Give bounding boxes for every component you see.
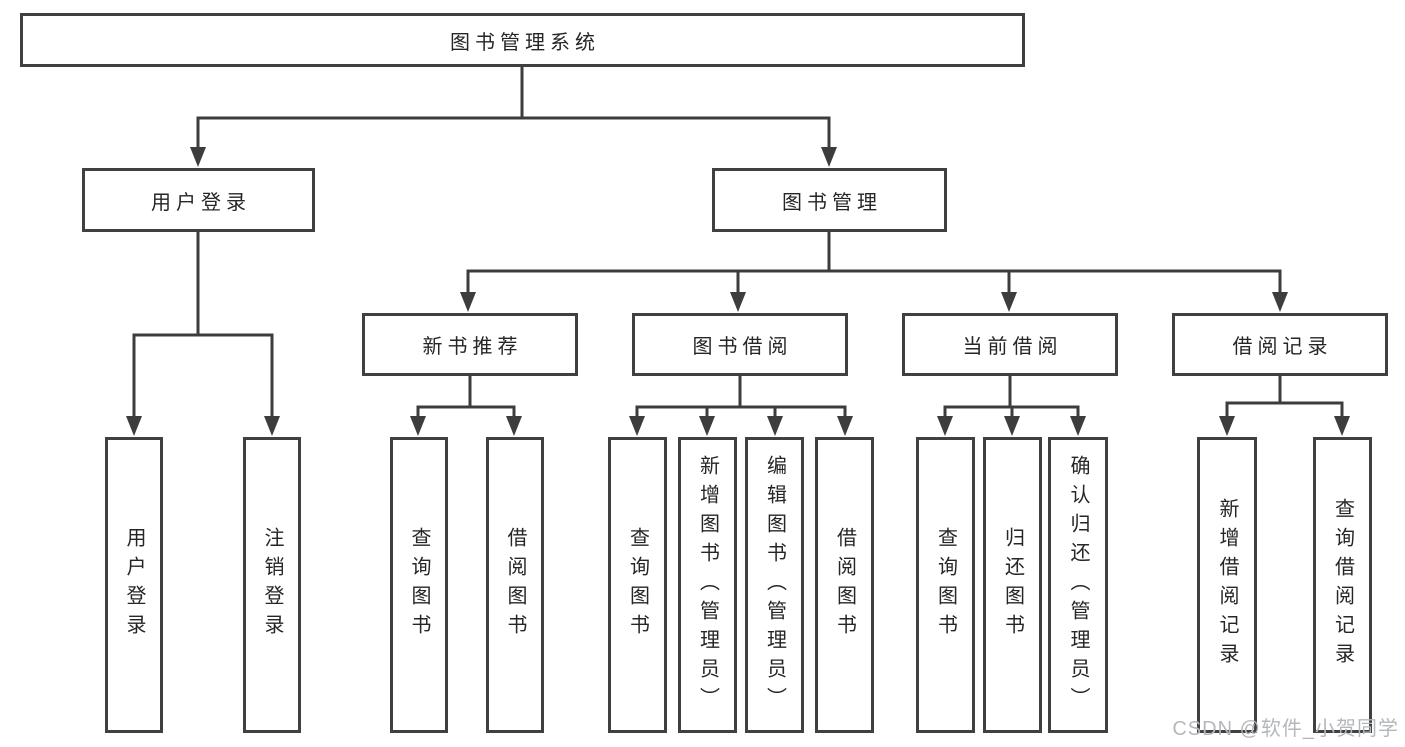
node-book-management-label: 图书管理 <box>782 191 882 214</box>
leaf-newrec-borrow-books-label: 借阅图书 <box>504 527 526 643</box>
arrowheads <box>126 147 1350 436</box>
node-current-borrowing: 当前借阅 <box>902 313 1118 376</box>
leaf-records-add-record: 新增借阅记录 <box>1197 437 1257 733</box>
leaf-current-confirm-return-admin: 确认归还（管理员） <box>1048 437 1108 733</box>
node-new-book-recommendation-label: 新书推荐 <box>422 336 523 358</box>
node-user-login: 用户登录 <box>82 168 315 232</box>
node-library-system: 图书管理系统 <box>20 13 1025 67</box>
leaf-records-query-record: 查询借阅记录 <box>1313 437 1372 733</box>
node-book-borrowing-label: 图书借阅 <box>692 336 793 358</box>
node-borrowing-records: 借阅记录 <box>1172 313 1388 376</box>
leaf-current-query-books: 查询图书 <box>916 437 975 733</box>
node-borrowing-records-label: 借阅记录 <box>1232 336 1333 358</box>
leaf-logout-label: 注销登录 <box>261 527 283 643</box>
node-new-book-recommendation: 新书推荐 <box>362 313 578 376</box>
node-user-login-label: 用户登录 <box>151 191 251 214</box>
leaf-newrec-query-books-label: 查询图书 <box>408 527 430 643</box>
leaf-borrow-edit-books-admin-label: 编辑图书（管理员） <box>763 454 786 716</box>
leaf-logout: 注销登录 <box>243 437 301 733</box>
leaf-newrec-query-books: 查询图书 <box>390 437 448 733</box>
node-book-management: 图书管理 <box>712 168 947 232</box>
node-library-system-label: 图书管理系统 <box>450 31 600 54</box>
leaf-user-login: 用户登录 <box>105 437 163 733</box>
leaf-current-query-books-label: 查询图书 <box>934 527 957 643</box>
node-current-borrowing-label: 当前借阅 <box>962 336 1063 358</box>
node-book-borrowing: 图书借阅 <box>632 313 848 376</box>
leaf-user-login-label: 用户登录 <box>123 527 145 643</box>
leaf-records-add-record-label: 新增借阅记录 <box>1216 498 1238 672</box>
leaf-borrow-edit-books-admin: 编辑图书（管理员） <box>745 437 804 733</box>
leaf-borrow-add-books-admin: 新增图书（管理员） <box>678 437 737 733</box>
leaf-current-confirm-return-admin-label: 确认归还（管理员） <box>1067 454 1089 716</box>
leaf-records-query-record-label: 查询借阅记录 <box>1331 498 1354 672</box>
leaf-borrow-add-books-admin-label: 新增图书（管理员） <box>696 454 719 716</box>
leaf-current-return-books-label: 归还图书 <box>1001 527 1024 643</box>
leaf-borrow-borrow-books: 借阅图书 <box>815 437 874 733</box>
leaf-borrow-query-books-label: 查询图书 <box>626 527 649 643</box>
watermark: CSDN @软件_小贺同学 <box>1172 718 1399 740</box>
leaf-borrow-query-books: 查询图书 <box>608 437 667 733</box>
leaf-newrec-borrow-books: 借阅图书 <box>486 437 544 733</box>
leaf-current-return-books: 归还图书 <box>983 437 1042 733</box>
leaf-borrow-borrow-books-label: 借阅图书 <box>833 527 856 643</box>
